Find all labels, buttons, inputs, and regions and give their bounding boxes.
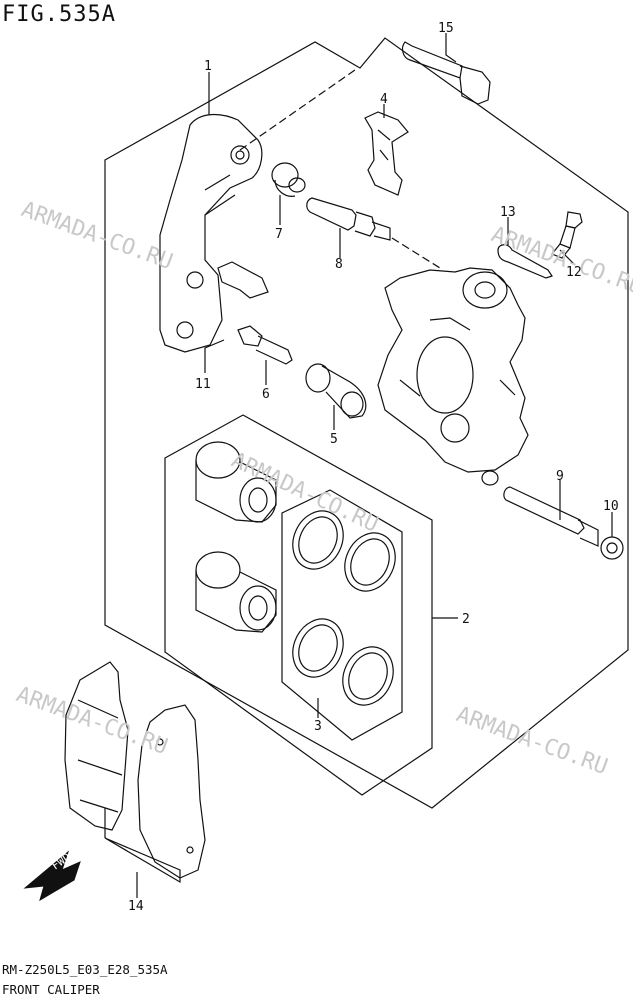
callout-7: 7 <box>275 227 283 242</box>
footer-name: FRONT CALIPER <box>2 982 100 997</box>
dash-line-caliper <box>391 237 441 269</box>
callout-8: 8 <box>335 257 343 272</box>
bracket-part <box>159 114 263 353</box>
bleeder-valve-part <box>551 211 583 259</box>
seal-kit-frame <box>281 489 403 741</box>
caliper-body-part <box>377 267 529 486</box>
dust-boot-part <box>305 363 367 419</box>
callout-5: 5 <box>330 432 338 447</box>
callout-1: 1 <box>204 59 212 74</box>
piston-upper-part <box>195 441 277 523</box>
callout-9: 9 <box>556 469 564 484</box>
callout-14: 14 <box>128 899 144 914</box>
fwd-arrow-icon: FWD <box>23 850 81 902</box>
piston-kit-frame <box>164 414 433 796</box>
footer-code: RM-Z250L5_E03_E28_535A <box>2 962 168 977</box>
brake-pad-right-part <box>137 704 206 879</box>
brake-pad-left-part <box>64 661 129 831</box>
slide-pin-part <box>306 197 391 241</box>
seal-set-part <box>292 510 396 706</box>
callout-13: 13 <box>500 205 516 220</box>
pad-clip-part <box>217 261 269 299</box>
callout-15: 15 <box>438 21 454 36</box>
guide-pin-part <box>237 325 293 365</box>
watermark-text: ARMADA-CO.RU <box>13 682 171 760</box>
watermark-text: ARMADA-CO.RU <box>18 197 176 275</box>
callout-11: 11 <box>195 377 211 392</box>
callout-3: 3 <box>314 719 322 734</box>
pad-spring-part <box>364 111 409 196</box>
boot-part <box>271 162 306 197</box>
pin-plug-part <box>600 536 624 560</box>
caliper-pin-part <box>503 486 599 547</box>
callout-10: 10 <box>603 499 619 514</box>
watermark-text: ARMADA-CO.RU <box>453 702 611 780</box>
bleeder-cap-part <box>497 244 553 279</box>
leader-15 <box>445 33 457 63</box>
dash-line-top <box>239 69 356 151</box>
mount-bolt-part <box>401 41 491 105</box>
callout-4: 4 <box>380 92 388 107</box>
pad-frame <box>104 837 181 884</box>
callout-2: 2 <box>462 612 470 627</box>
figure-title: FIG.535A <box>2 2 116 27</box>
assembly-frame <box>104 37 629 809</box>
leader-12 <box>559 249 576 266</box>
leader-11 <box>204 339 225 373</box>
callout-6: 6 <box>262 387 270 402</box>
piston-lower-part <box>195 551 277 633</box>
callout-12: 12 <box>566 265 582 280</box>
